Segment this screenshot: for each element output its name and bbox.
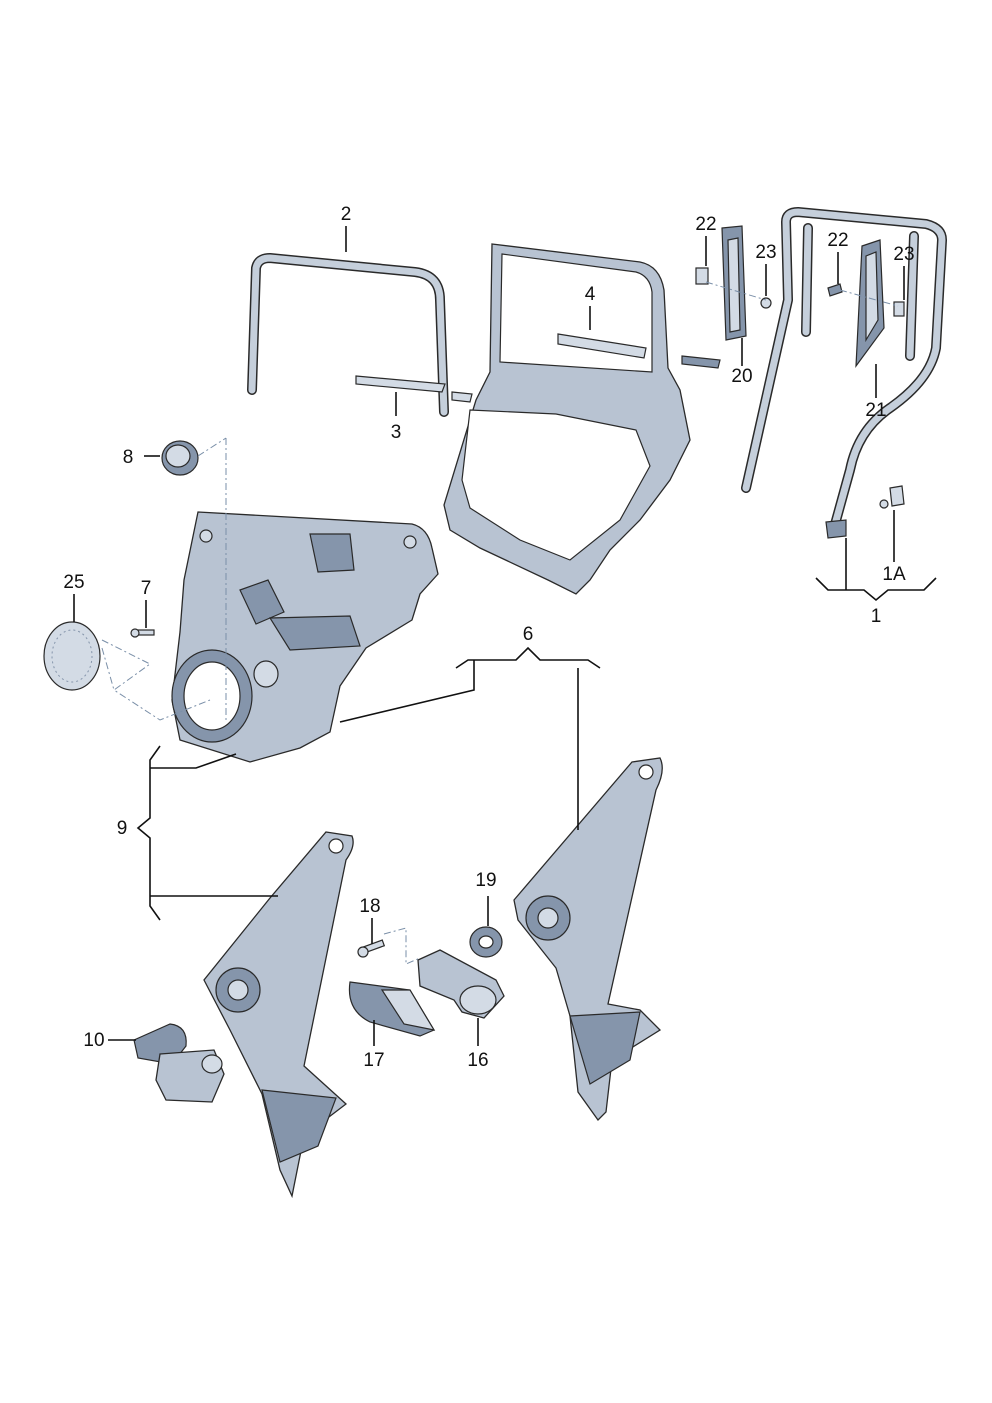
callout-22-right: 22 xyxy=(827,230,848,251)
callout-labels: 2 3 4 22 23 20 22 23 21 8 25 7 6 1A 1 9 … xyxy=(63,204,914,1071)
part-18-bolt xyxy=(357,939,386,958)
callout-25: 25 xyxy=(63,572,84,593)
callout-23-right: 23 xyxy=(893,244,914,265)
part-17-cover xyxy=(348,981,436,1037)
callout-9: 9 xyxy=(117,818,128,839)
callout-18: 18 xyxy=(359,896,380,917)
callout-8: 8 xyxy=(123,447,134,468)
part-16-crank-arm xyxy=(417,949,505,1019)
part-22-clips xyxy=(695,267,843,297)
door-shell xyxy=(443,243,721,595)
part-9-window-regulator xyxy=(203,831,354,1199)
callout-10: 10 xyxy=(83,1030,104,1051)
callout-4: 4 xyxy=(585,284,596,305)
callout-1: 1 xyxy=(871,606,882,627)
callout-1a: 1A xyxy=(882,564,906,585)
part-1-frame-seal xyxy=(741,207,947,539)
leader-lines xyxy=(73,226,937,1046)
callout-20: 20 xyxy=(731,366,752,387)
callout-2: 2 xyxy=(341,204,352,225)
part-6-window-regulator xyxy=(513,757,663,1122)
callout-21: 21 xyxy=(865,400,886,421)
part-20-channel xyxy=(721,225,747,341)
callout-23-left: 23 xyxy=(755,242,776,263)
part-10-motor xyxy=(133,1023,225,1103)
callout-19: 19 xyxy=(475,870,496,891)
callout-22-left: 22 xyxy=(695,214,716,235)
callout-17: 17 xyxy=(363,1050,384,1071)
part-25-speaker-cover xyxy=(43,621,101,691)
part-9-door-panel xyxy=(171,511,439,763)
callout-16: 16 xyxy=(467,1050,488,1071)
part-23-screws xyxy=(760,297,905,317)
part-2-window-seal xyxy=(247,253,449,417)
part-19-nut xyxy=(469,926,503,958)
callout-6: 6 xyxy=(523,624,534,645)
callout-3: 3 xyxy=(391,422,402,443)
part-21-channel xyxy=(855,239,885,368)
part-8-plug xyxy=(161,440,199,476)
assembly-lines xyxy=(101,281,899,965)
callout-7: 7 xyxy=(141,578,152,599)
part-7-screw xyxy=(130,628,155,638)
part-1a-clip xyxy=(879,485,905,509)
